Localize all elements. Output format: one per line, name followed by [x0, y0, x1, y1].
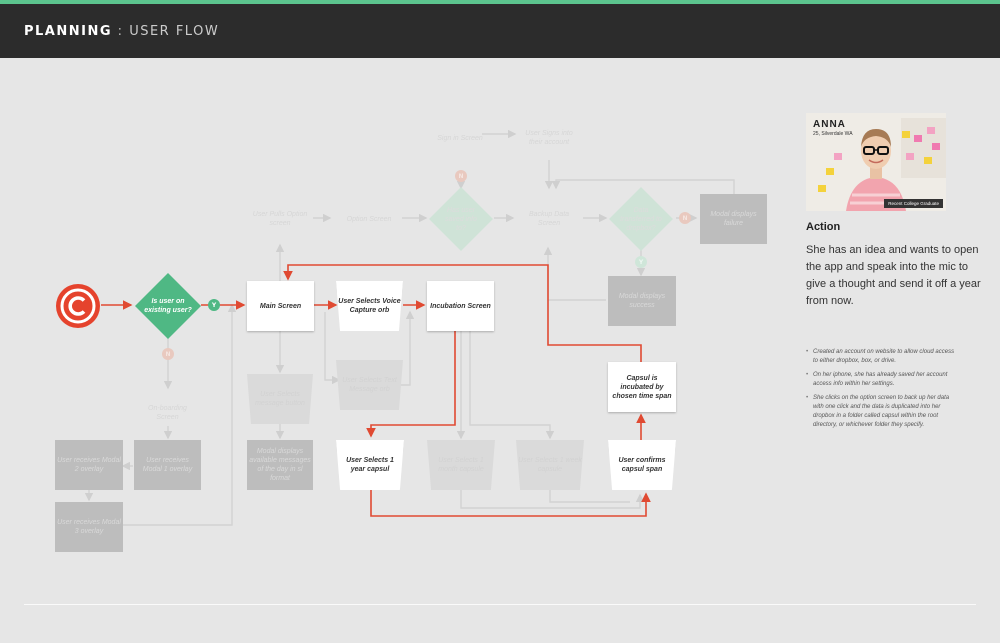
faded-diamond-transferred	[609, 187, 673, 251]
faded-sign-in-screen: Sign in Screen	[437, 134, 483, 142]
faded-no-badge-top: N	[455, 170, 467, 182]
faded-modal1: User receives Modal 1 overlay	[134, 440, 201, 490]
copyright-icon	[56, 284, 100, 328]
bullet-item: She clicks on the option screen to back …	[806, 394, 956, 430]
page-header: PLANNING : USER FLOW	[0, 4, 1000, 58]
faded-diamond-saved-info	[429, 187, 493, 251]
persona-photo: Recent College Graduate	[806, 113, 946, 211]
faded-onboarding: On-boarding Screen	[148, 405, 187, 421]
top-accent-line	[0, 0, 1000, 4]
faded-diamond-label-transferred: Data transferred to dropbox?	[620, 206, 662, 232]
one-year-capsul: User Selects 1 year capsul	[336, 440, 404, 490]
faded-one-week: User Selects 1 week capsule	[516, 440, 584, 490]
bullet-item: Created an account on website to allow c…	[806, 348, 956, 366]
action-heading: Action	[806, 221, 841, 233]
main-screen: Main Screen	[247, 281, 314, 331]
footer-divider	[24, 604, 976, 605]
faded-modal3: User receives Modal 3 overlay	[55, 502, 123, 552]
faded-modal2: User receives Modal 2 overlay	[55, 440, 123, 490]
faded-signs-into-account: User Signs into their account	[525, 130, 573, 146]
page-title: PLANNING : USER FLOW	[24, 24, 220, 39]
faded-one-month: User Selects 1 month capsule	[427, 440, 495, 490]
confirm-capsul-span: User confirms capsul span	[608, 440, 676, 490]
faded-backup-screen: Backup Data Screen	[528, 211, 570, 227]
no-badge: N	[162, 348, 174, 360]
faded-modal-success: Modal displays success	[608, 276, 676, 326]
faded-pulls-option: User Pulls Option screen	[252, 211, 308, 227]
decision-label-existing-user: Is user on existing user?	[144, 298, 192, 314]
faded-yes-badge: Y	[635, 256, 647, 268]
voice-capture-orb: User Selects Voice Capture orb	[336, 281, 403, 331]
persona-name: ANNA	[813, 119, 846, 130]
incubation-screen: Incubation Screen	[427, 281, 494, 331]
faded-diamond-label-saved-info: Has user saved info to?	[445, 206, 477, 232]
decision-diamond-existing-user	[135, 273, 201, 339]
faded-modal-failure: Modal displays failure	[700, 194, 767, 244]
action-text: She has an idea and wants to open the ap…	[806, 244, 981, 307]
persona-illustration	[806, 113, 946, 211]
faded-option-screen: Option Screen	[346, 215, 392, 223]
persona-bullets: Created an account on website to allow c…	[806, 348, 956, 435]
persona-location: 25, Silverdale WA	[813, 131, 853, 137]
faded-message-button: User Selects message button	[247, 374, 313, 424]
capsul-incubated: Capsul is incubated by chosen time span	[608, 362, 676, 412]
persona-tag: Recent College Graduate	[884, 199, 943, 208]
bullet-item: On her iphone, she has already saved her…	[806, 371, 956, 389]
faded-modal-messages: Modal displays available messages of the…	[247, 440, 313, 490]
faded-no-badge-right: N	[679, 212, 691, 224]
yes-badge: Y	[208, 299, 220, 311]
user-flow-diagram: Is user on existing user? Y N Has user s…	[0, 58, 790, 598]
faded-text-message: User Selects Text Message orb	[336, 360, 403, 410]
